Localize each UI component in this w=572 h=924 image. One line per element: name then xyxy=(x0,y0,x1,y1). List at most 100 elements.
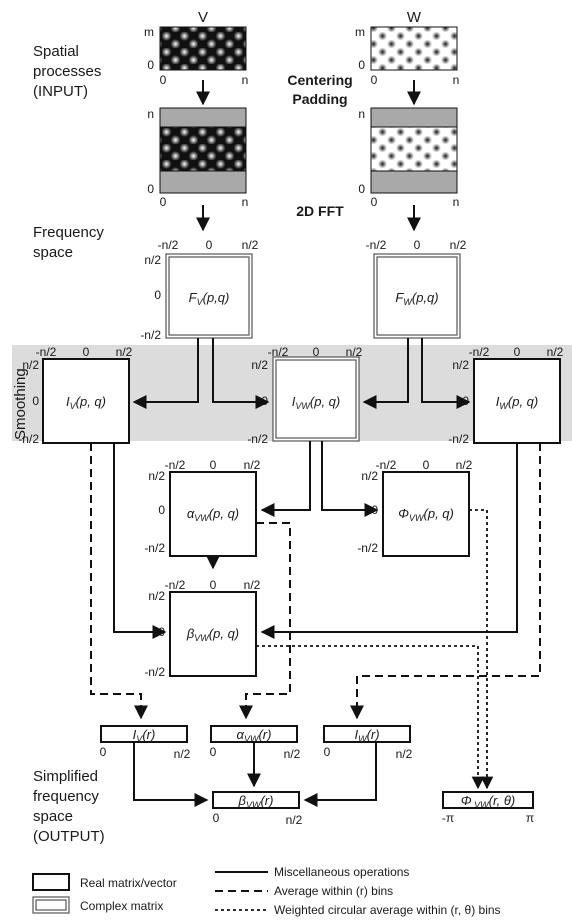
iw-axis-x-neg: -n/2 xyxy=(469,345,490,359)
beta-axis-y-pos: n/2 xyxy=(148,589,165,603)
beta-axis-y-neg: -n/2 xyxy=(144,665,165,679)
alpha-axis-y-zero: 0 xyxy=(158,503,165,517)
fw-axis-x-neg: -n/2 xyxy=(366,238,387,252)
legend-avg-label: Average within (r) bins xyxy=(274,884,393,898)
box-iv-r-label: IV(r) xyxy=(133,727,156,744)
alpha-r-axis-pos: n/2 xyxy=(284,747,301,761)
fv-axis-y-zero: 0 xyxy=(154,288,161,302)
iv-axis-y-zero: 0 xyxy=(32,394,39,408)
avg-iv xyxy=(91,443,141,718)
axis-n-pvx: n xyxy=(242,195,249,209)
padded-v-content xyxy=(160,127,246,171)
fv-axis-x-zero: 0 xyxy=(206,238,213,252)
axis-n-pv: n xyxy=(147,107,154,121)
axis-zero-pvx: 0 xyxy=(160,195,167,209)
section-simplified-line1: Simplified xyxy=(33,768,98,785)
axis-zero-pwx: 0 xyxy=(371,195,378,209)
fw-axis-x-zero: 0 xyxy=(414,238,421,252)
fv-axis-y-pos: n/2 xyxy=(144,253,161,267)
section-simplified-line3: space xyxy=(33,808,73,825)
box-phi-label: ΦVW(p, q) xyxy=(398,506,454,523)
axis-n-vx: n xyxy=(242,73,249,87)
padded-w-content xyxy=(371,127,457,171)
axis-n-wx: n xyxy=(453,73,460,87)
section-simplified-line2: frequency xyxy=(33,788,99,805)
phi-axis-x-pos: n/2 xyxy=(456,458,473,472)
iw-axis-y-neg: -n/2 xyxy=(448,432,469,446)
section-frequency-line1: Frequency xyxy=(33,224,104,241)
legend-misc-label: Miscellaneous operations xyxy=(274,865,409,879)
arrow-ivw-to-alpha xyxy=(262,441,310,510)
phi-axis-x-zero: 0 xyxy=(423,458,430,472)
section-simplified-line4: (OUTPUT) xyxy=(33,828,105,845)
phi-axis-x-neg: -n/2 xyxy=(376,458,397,472)
alpha-r-axis-zero: 0 xyxy=(210,745,217,759)
legend-complex-label: Complex matrix xyxy=(80,899,163,913)
beta-axis-x-zero: 0 xyxy=(210,578,217,592)
ivw-axis-y-neg: -n/2 xyxy=(247,432,268,446)
fv-axis-x-neg: -n/2 xyxy=(158,238,179,252)
section-frequency-line2: space xyxy=(33,244,73,261)
iw-axis-x-pos: n/2 xyxy=(547,345,564,359)
phi-axis-y-neg: -n/2 xyxy=(357,541,378,555)
section-smoothing: Smoothing xyxy=(12,368,29,440)
step-centering: Centering xyxy=(287,72,352,88)
section-spatial-line3: (INPUT) xyxy=(33,83,88,100)
section-spatial-line2: processes xyxy=(33,63,101,80)
wavg-beta xyxy=(256,646,478,788)
label-w: W xyxy=(407,9,422,26)
iv-axis-y-pos: n/2 xyxy=(22,358,39,372)
axis-zero-v: 0 xyxy=(147,58,154,72)
step-padding: Padding xyxy=(292,91,347,107)
axis-zero-w: 0 xyxy=(358,58,365,72)
iv-axis-x-neg: -n/2 xyxy=(36,345,57,359)
beta-r-axis-zero: 0 xyxy=(213,811,220,825)
image-w xyxy=(371,27,457,70)
step-fft: 2D FFT xyxy=(296,203,344,219)
alpha-axis-x-neg: -n/2 xyxy=(165,458,186,472)
arrow-iv-r-to-beta-r xyxy=(134,742,207,800)
ivw-axis-x-pos: n/2 xyxy=(346,345,363,359)
legend-weighted-label: Weighted circular average within (r, θ) … xyxy=(274,903,501,917)
phi-r-axis-pospi: π xyxy=(526,811,534,825)
alpha-axis-y-pos: n/2 xyxy=(148,469,165,483)
axis-m-v: m xyxy=(144,25,154,39)
axis-n-pw: n xyxy=(358,107,365,121)
iv-r-axis-zero: 0 xyxy=(100,745,107,759)
label-v: V xyxy=(198,9,208,26)
axis-n-pwx: n xyxy=(453,195,460,209)
beta-r-axis-pos: n/2 xyxy=(286,813,303,827)
ivw-axis-x-zero: 0 xyxy=(313,345,320,359)
arrow-iw-r-to-beta-r xyxy=(305,742,376,800)
image-v xyxy=(160,27,246,70)
iw-axis-x-zero: 0 xyxy=(514,345,521,359)
axis-zero-vx: 0 xyxy=(160,73,167,87)
iw-r-axis-zero: 0 xyxy=(324,745,331,759)
alpha-axis-x-pos: n/2 xyxy=(244,458,261,472)
fw-axis-x-pos: n/2 xyxy=(450,238,467,252)
fv-axis-y-neg: -n/2 xyxy=(140,328,161,342)
box-fv-label: FV(p,q) xyxy=(189,290,230,307)
ivw-axis-y-pos: n/2 xyxy=(251,358,268,372)
iw-axis-y-pos: n/2 xyxy=(452,358,469,372)
axis-zero-pv: 0 xyxy=(147,182,154,196)
iv-axis-x-pos: n/2 xyxy=(116,345,133,359)
legend-real-swatch xyxy=(33,874,69,890)
fv-axis-x-pos: n/2 xyxy=(242,238,259,252)
phi-r-axis-negpi: -π xyxy=(442,811,454,825)
axis-zero-wx: 0 xyxy=(371,73,378,87)
ivw-axis-x-neg: -n/2 xyxy=(268,345,289,359)
section-spatial-line1: Spatial xyxy=(33,43,79,60)
box-fw-label: FW(p,q) xyxy=(395,290,438,307)
iv-axis-y-neg: -n/2 xyxy=(18,432,39,446)
beta-axis-x-pos: n/2 xyxy=(244,578,261,592)
legend-real-label: Real matrix/vector xyxy=(80,876,177,890)
iw-r-axis-pos: n/2 xyxy=(396,747,413,761)
beta-axis-x-neg: -n/2 xyxy=(165,578,186,592)
box-beta-label: βVW(p, q) xyxy=(186,626,239,643)
alpha-axis-x-zero: 0 xyxy=(210,458,217,472)
iv-r-axis-pos: n/2 xyxy=(174,747,191,761)
alpha-axis-y-neg: -n/2 xyxy=(144,541,165,555)
phi-axis-y-pos: n/2 xyxy=(361,469,378,483)
